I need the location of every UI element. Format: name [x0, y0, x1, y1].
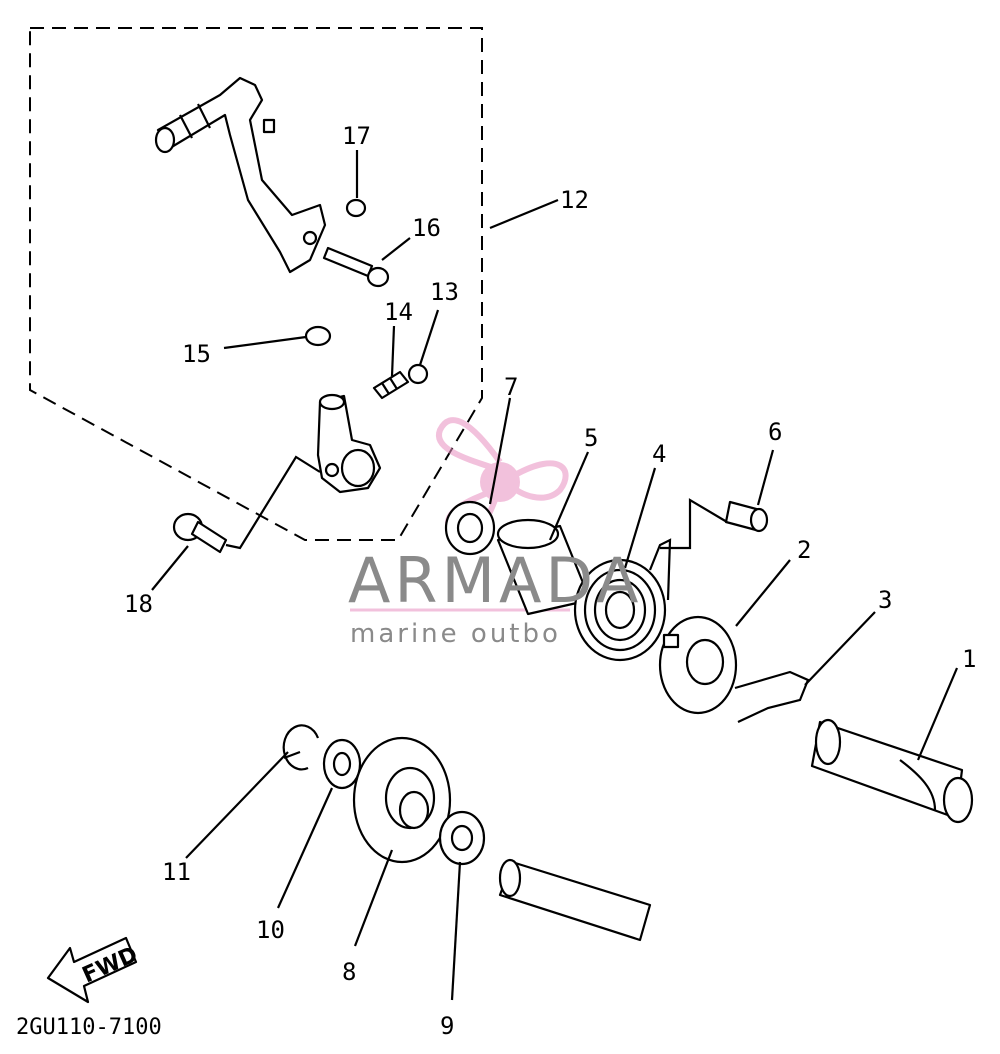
- pin-6: [724, 500, 769, 533]
- callout-15: 15: [182, 340, 211, 368]
- watermark-tagline: marine outbo: [350, 619, 561, 649]
- callout-7: 7: [504, 373, 518, 401]
- washer-9: [438, 810, 486, 866]
- callout-9: 9: [440, 1012, 454, 1040]
- callout-16: 16: [412, 214, 441, 242]
- callout-4: 4: [652, 440, 666, 468]
- watermark-brand: ARMADA: [348, 544, 642, 617]
- assembly-12-outline: [29, 27, 483, 541]
- callout-2: 2: [797, 536, 811, 564]
- torsion-spring-4: [573, 538, 672, 662]
- callout-1: 1: [962, 645, 976, 673]
- kick-boss: [316, 393, 382, 494]
- callout-8: 8: [342, 958, 356, 986]
- callout-14: 14: [384, 298, 413, 326]
- bolt-16: [322, 246, 390, 288]
- fwd-arrow-icon: FWD: [46, 936, 141, 1004]
- callout-3: 3: [878, 586, 892, 614]
- clip-3: [734, 670, 810, 723]
- idle-gear-8: [352, 736, 452, 864]
- washer-10: [322, 738, 362, 790]
- kick-crank-lever: [154, 76, 327, 274]
- guide-5: [496, 518, 592, 616]
- washer-7: [444, 500, 496, 556]
- nut-17: [345, 198, 367, 218]
- diagram-code: 2GU110-7100: [16, 1015, 162, 1040]
- spring-14: [372, 370, 410, 400]
- callout-10: 10: [256, 916, 285, 944]
- callout-5: 5: [584, 424, 598, 452]
- ratchet-2: [658, 615, 738, 715]
- circlip-11: [282, 724, 320, 771]
- ball-13: [407, 363, 429, 385]
- o-ring-15: [304, 325, 332, 347]
- callout-12: 12: [560, 186, 589, 214]
- leader-lines: [151, 150, 959, 1001]
- main-shaft-stub: [498, 858, 652, 942]
- callout-11: 11: [162, 858, 191, 886]
- callout-13: 13: [430, 278, 459, 306]
- callout-18: 18: [124, 590, 153, 618]
- callout-6: 6: [768, 418, 782, 446]
- callout-17: 17: [342, 122, 371, 150]
- kick-shaft-1: [810, 718, 974, 824]
- bolt-18: [172, 512, 228, 554]
